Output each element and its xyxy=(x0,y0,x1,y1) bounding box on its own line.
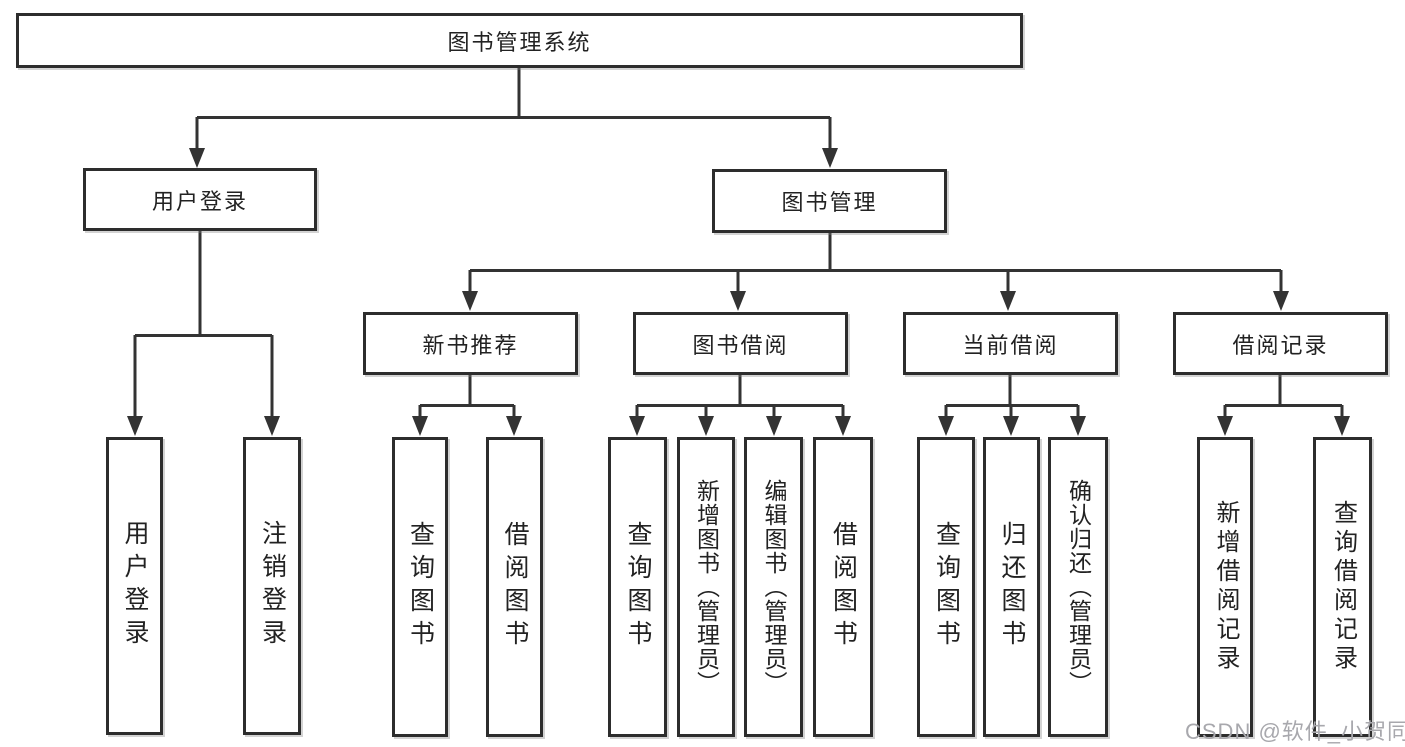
arrow-down xyxy=(1217,405,1350,436)
arrow-down xyxy=(462,270,1289,311)
node-label: 借阅图书 xyxy=(501,521,529,653)
arrow-down xyxy=(629,405,851,436)
node-label: 借阅记录 xyxy=(1232,332,1329,358)
leaf-add-borrow-record: 新增借阅记录 xyxy=(1197,437,1253,737)
node-system-root: 图书管理系统 xyxy=(16,13,1023,68)
node-book-management: 图书管理 xyxy=(712,169,947,233)
leaf-query-books: 查询图书 xyxy=(392,437,448,737)
leaf-borrow-books: 借阅图书 xyxy=(486,437,543,737)
leaf-query-books: 查询图书 xyxy=(608,437,667,737)
arrow-down xyxy=(938,405,1086,436)
node-borrowing-records: 借阅记录 xyxy=(1173,312,1388,375)
node-new-book-recommend: 新书推荐 xyxy=(363,312,578,375)
arrow-down xyxy=(189,117,838,168)
arrow-down xyxy=(127,335,280,436)
leaf-user-login: 用户登录 xyxy=(106,437,163,735)
node-current-borrowing: 当前借阅 xyxy=(903,312,1118,375)
arrow-down xyxy=(412,405,522,436)
node-label: 确认归还（管理员） xyxy=(1065,479,1092,695)
csdn-watermark: CSDN @软件_小贺同学 xyxy=(1185,719,1405,744)
leaf-logout: 注销登录 xyxy=(243,437,301,735)
node-user-login: 用户登录 xyxy=(83,168,317,231)
leaf-return-books: 归还图书 xyxy=(983,437,1040,737)
node-label: 编辑图书（管理员） xyxy=(761,479,787,695)
node-label: 新增图书（管理员） xyxy=(693,479,720,695)
node-label: 归还图书 xyxy=(998,521,1026,653)
node-label: 用户登录 xyxy=(121,520,149,652)
leaf-query-books: 查询图书 xyxy=(917,437,975,737)
node-label: 用户登录 xyxy=(151,188,248,214)
node-label: 图书管理系统 xyxy=(447,29,592,55)
node-label: 新增借阅记录 xyxy=(1212,500,1239,674)
node-label: 注销登录 xyxy=(258,520,287,652)
node-label: 查询图书 xyxy=(624,521,652,653)
node-label: 图书借阅 xyxy=(692,332,789,358)
node-label: 新书推荐 xyxy=(422,332,519,358)
node-book-borrowing: 图书借阅 xyxy=(633,312,848,375)
leaf-borrow-books: 借阅图书 xyxy=(813,437,873,737)
leaf-edit-books-admin: 编辑图书（管理员） xyxy=(744,437,803,737)
node-label: 查询借阅记录 xyxy=(1329,500,1357,674)
node-label: 图书管理 xyxy=(781,190,878,215)
node-label: 查询图书 xyxy=(406,521,435,653)
node-label: 借阅图书 xyxy=(829,521,858,653)
node-label: 当前借阅 xyxy=(962,332,1059,358)
leaf-query-borrow-record: 查询借阅记录 xyxy=(1313,437,1372,737)
leaf-confirm-return-admin: 确认归还（管理员） xyxy=(1048,437,1108,737)
leaf-add-books-admin: 新增图书（管理员） xyxy=(677,437,735,737)
node-label: 查询图书 xyxy=(932,521,961,653)
